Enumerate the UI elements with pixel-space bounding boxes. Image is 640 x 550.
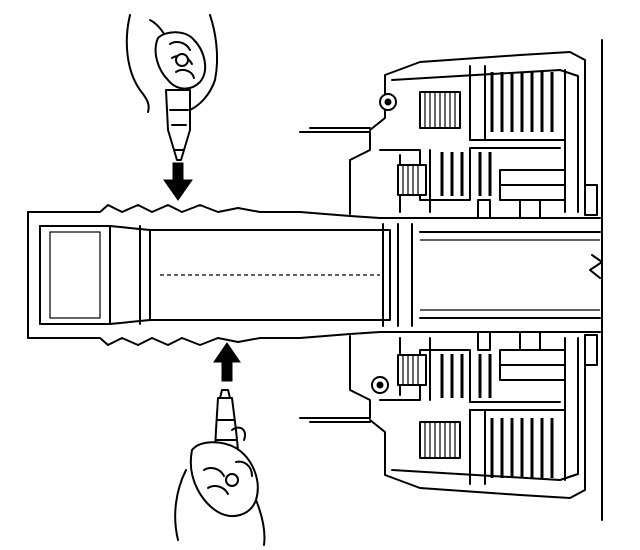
arrow-down-icon xyxy=(163,162,193,201)
arrow-up-icon xyxy=(213,342,241,382)
return-spring-upper-2 xyxy=(397,164,427,196)
clutch-plates-upper-1 xyxy=(490,72,554,132)
top-hand-air-gun xyxy=(125,14,219,161)
upper-clutch-housing xyxy=(299,51,598,219)
return-spring-upper xyxy=(419,91,461,129)
clutch-plates-upper-2 xyxy=(440,152,492,196)
input-shaft xyxy=(27,204,603,346)
bottom-hand-air-gun xyxy=(174,389,266,546)
lower-clutch-housing xyxy=(299,331,598,499)
